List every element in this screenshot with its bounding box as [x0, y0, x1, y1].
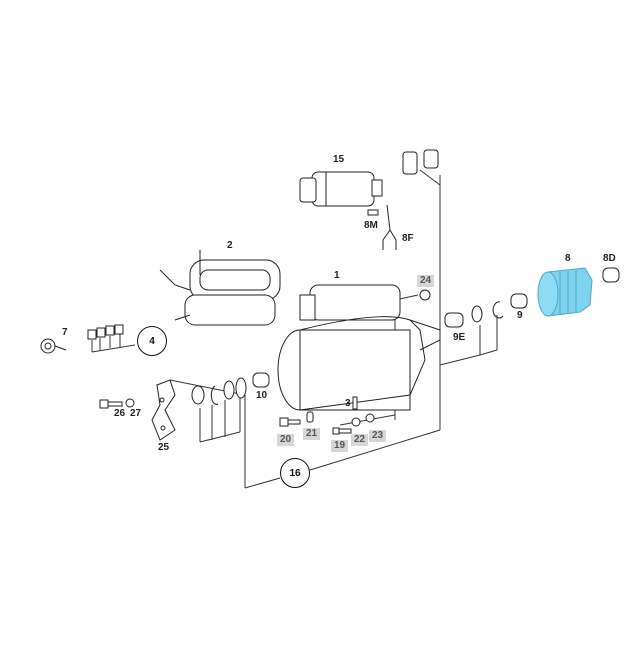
- part-10-bushing[interactable]: [252, 372, 270, 388]
- label-19[interactable]: 19: [331, 440, 349, 452]
- clip[interactable]: [492, 301, 504, 319]
- washer-set[interactable]: [191, 377, 247, 405]
- part-20-bolt[interactable]: [279, 417, 301, 427]
- part-19-bolt[interactable]: [332, 427, 352, 435]
- ring[interactable]: [471, 305, 483, 323]
- part-8d-bushing[interactable]: [602, 267, 620, 283]
- label-3[interactable]: 3: [345, 398, 351, 409]
- label-21[interactable]: 21: [303, 428, 321, 440]
- part-8-pinion-highlighted[interactable]: [537, 267, 593, 317]
- label-8m[interactable]: 8M: [364, 220, 378, 231]
- part-9e-bushing[interactable]: [444, 312, 464, 328]
- label-22[interactable]: 22: [351, 434, 369, 446]
- part-15-solenoid[interactable]: [299, 171, 383, 207]
- part-3-screw[interactable]: [352, 396, 358, 410]
- part-27-washer[interactable]: [125, 398, 135, 408]
- part-22-washer[interactable]: [351, 417, 361, 427]
- label-20[interactable]: 20: [277, 434, 295, 446]
- gasket-pair[interactable]: [402, 149, 439, 175]
- part-9-bushing[interactable]: [510, 293, 528, 309]
- part-4-brush-set[interactable]: [87, 324, 124, 340]
- label-15[interactable]: 15: [333, 154, 345, 165]
- label-9e[interactable]: 9E: [453, 332, 466, 343]
- part-8f-fork[interactable]: [382, 204, 397, 250]
- label-8f[interactable]: 8F: [402, 233, 414, 244]
- label-8[interactable]: 8: [565, 253, 571, 264]
- label-1[interactable]: 1: [334, 270, 340, 281]
- part-7-spring[interactable]: [40, 338, 67, 354]
- part-25-bracket[interactable]: [151, 379, 176, 441]
- part-23-washer[interactable]: [365, 413, 375, 423]
- label-27[interactable]: 27: [130, 408, 142, 419]
- part-24-nut[interactable]: [419, 289, 431, 301]
- label-25[interactable]: 25: [158, 442, 170, 453]
- label-23[interactable]: 23: [369, 430, 387, 442]
- label-24[interactable]: 24: [417, 275, 435, 287]
- label-9[interactable]: 9: [517, 310, 523, 321]
- part-21-nut[interactable]: [306, 411, 314, 423]
- callout-16[interactable]: 16: [280, 458, 310, 488]
- label-10[interactable]: 10: [256, 390, 268, 401]
- label-26[interactable]: 26: [114, 408, 126, 419]
- label-8d[interactable]: 8D: [603, 253, 616, 264]
- part-26-bolt[interactable]: [99, 399, 123, 409]
- callout-4[interactable]: 4: [137, 326, 167, 356]
- label-2[interactable]: 2: [227, 240, 233, 251]
- part-2-field-coil[interactable]: [159, 250, 281, 326]
- part-1-starter-motor[interactable]: [277, 284, 441, 411]
- label-7[interactable]: 7: [62, 327, 68, 338]
- part-8m-bolt[interactable]: [367, 209, 379, 216]
